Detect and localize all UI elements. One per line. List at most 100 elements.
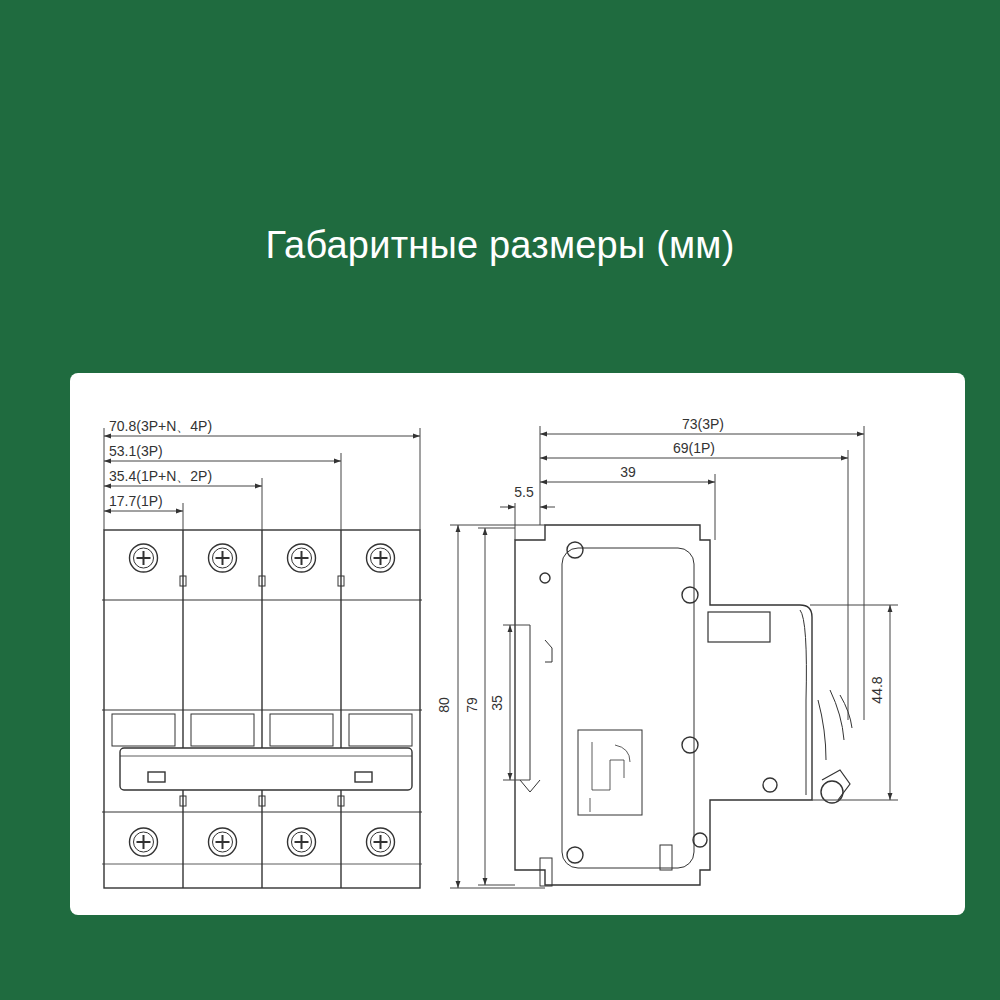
front-view xyxy=(102,530,422,888)
pole-notch xyxy=(180,576,186,586)
front-dimension-lines-part xyxy=(104,511,183,512)
side-view-part xyxy=(540,858,552,886)
dimension-label: 5.5 xyxy=(514,484,533,500)
side-dimension-lines-part xyxy=(485,528,486,885)
pole-window xyxy=(349,714,412,746)
side-dimension-lines-part xyxy=(510,625,511,780)
front-dimension-lines-part xyxy=(104,461,341,462)
side-view-part xyxy=(530,625,531,780)
terminal-screw xyxy=(367,828,395,856)
pole-window xyxy=(112,714,175,746)
side-dimension-lines-part xyxy=(540,458,848,459)
terminal-screw-part xyxy=(292,832,312,852)
side-view-part xyxy=(693,833,707,847)
front-view-part xyxy=(102,600,422,601)
terminal-screw-part xyxy=(213,832,233,852)
front-dimension-lines-part xyxy=(420,428,421,530)
terminal-screw-part xyxy=(367,544,395,572)
terminal-screw-part xyxy=(143,835,145,849)
dimension-label: 69(1P) xyxy=(673,440,715,456)
side-dimension-lines-part xyxy=(500,507,515,508)
terminal-screw xyxy=(209,544,237,572)
terminal-screw-part xyxy=(288,828,316,856)
terminal-screw-part xyxy=(134,548,154,568)
pole-window xyxy=(191,714,254,746)
dimension-label: 35 xyxy=(489,695,505,711)
dimension-label: 35.4(1P+N、2P) xyxy=(109,468,212,484)
side-dimension-lines xyxy=(450,426,898,888)
terminal-screw-part xyxy=(209,828,237,856)
front-dimension-lines xyxy=(104,428,420,530)
terminal-screw xyxy=(130,828,158,856)
side-dimension-lines-part xyxy=(450,888,545,889)
side-dimension-lines-part xyxy=(540,507,555,508)
terminal-screw-part xyxy=(222,835,224,849)
terminal-screw xyxy=(130,544,158,572)
front-view-part xyxy=(148,772,165,782)
terminal-screw-part xyxy=(130,544,158,572)
front-view-part xyxy=(120,748,412,790)
pole-window xyxy=(270,714,333,746)
side-view-part xyxy=(682,737,698,753)
pole-notch xyxy=(259,796,265,806)
pole-notch xyxy=(338,796,344,806)
terminal-screw-part xyxy=(209,544,237,572)
dimension-label: 53.1(3P) xyxy=(109,443,163,459)
side-view-part xyxy=(763,778,777,792)
terminal-screw-part xyxy=(367,828,395,856)
side-dimension-lines-part xyxy=(890,605,891,800)
terminal-screw xyxy=(288,544,316,572)
side-view-part xyxy=(800,610,806,795)
side-view-part xyxy=(708,612,770,642)
side-dimension-lines-part xyxy=(540,434,864,435)
terminal-screw xyxy=(288,828,316,856)
side-dimension-lines-part xyxy=(450,525,545,526)
side-view-part xyxy=(567,542,583,558)
dimension-label: 70.8(3P+N、4P) xyxy=(109,418,212,434)
terminal-screw-part xyxy=(288,544,316,572)
terminal-screw xyxy=(367,544,395,572)
dimension-label: 39 xyxy=(620,464,636,480)
front-dimension-lines-part xyxy=(104,428,105,530)
front-view-part xyxy=(102,812,422,813)
side-dimension-lines-part xyxy=(503,625,530,626)
front-dimension-lines-part xyxy=(104,436,420,437)
dimension-label: 80 xyxy=(436,697,452,713)
side-view-part xyxy=(682,587,698,603)
front-view-part xyxy=(112,544,412,856)
front-view-part xyxy=(261,530,262,888)
side-view-part xyxy=(818,700,826,760)
side-view-part xyxy=(840,695,852,728)
page-title: Габаритные размеры (мм) xyxy=(265,224,734,267)
side-view-part xyxy=(578,730,642,815)
side-dimension-lines-part xyxy=(540,426,541,525)
terminal-screw-part xyxy=(380,551,382,565)
front-view-part xyxy=(104,530,420,888)
side-dimension-lines-part xyxy=(478,885,515,886)
side-dimension-lines-part xyxy=(810,605,898,606)
front-dimension-lines-part xyxy=(341,453,342,530)
side-dimension-lines-part xyxy=(515,503,516,540)
pole-notch xyxy=(259,576,265,586)
front-view-part xyxy=(340,530,341,888)
side-view-part xyxy=(545,640,552,662)
dimension-label: 44.8 xyxy=(869,676,885,703)
side-view-part xyxy=(660,845,672,870)
terminal-screw-part xyxy=(134,832,154,852)
side-view-part xyxy=(540,573,550,583)
side-view-part xyxy=(592,742,624,790)
side-dimension-lines-part xyxy=(458,525,459,888)
side-dimension-lines-part xyxy=(540,482,715,483)
terminal-screw-part xyxy=(371,548,391,568)
dimension-label: 73(3P) xyxy=(682,416,724,432)
terminal-screw-part xyxy=(292,548,312,568)
side-dimension-lines-part xyxy=(503,780,530,781)
front-view-part xyxy=(120,756,412,757)
terminal-screw-part xyxy=(143,551,145,565)
dimension-label: 79 xyxy=(464,697,480,713)
pole-notch xyxy=(180,796,186,806)
white-panel xyxy=(70,373,965,915)
side-view-part xyxy=(520,780,540,792)
terminal-screw-part xyxy=(301,551,303,565)
